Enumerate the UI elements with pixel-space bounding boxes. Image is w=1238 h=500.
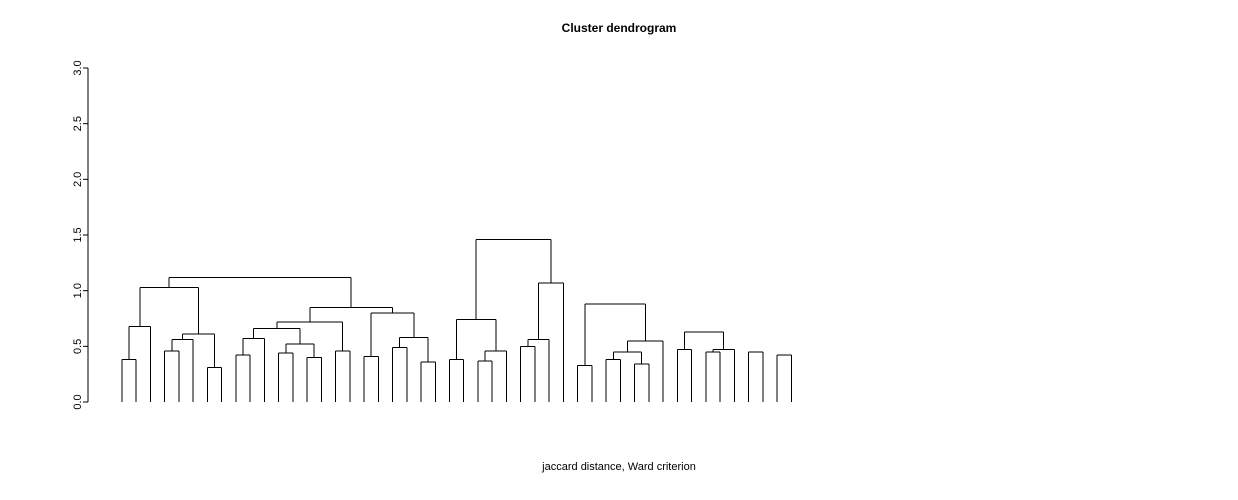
y-axis-tick-label: 2.0 — [72, 172, 84, 187]
x-axis-label: jaccard distance, Ward criterion — [541, 461, 696, 473]
dendrogram-tree — [121, 238, 792, 402]
y-axis-tick-label: 3.0 — [72, 60, 84, 75]
y-axis-tick-label: 0.5 — [72, 339, 84, 354]
y-axis: 0.0 0.5 1.0 1.5 2.0 2.5 3.0 — [72, 60, 89, 410]
y-axis-tick-label: 2.5 — [72, 116, 84, 131]
y-axis-tick-label: 0.0 — [72, 394, 84, 409]
y-axis-tick-label: 1.5 — [72, 227, 84, 242]
y-axis-tick-label: 1.0 — [72, 283, 84, 298]
page-title: Cluster dendrogram — [562, 21, 677, 35]
